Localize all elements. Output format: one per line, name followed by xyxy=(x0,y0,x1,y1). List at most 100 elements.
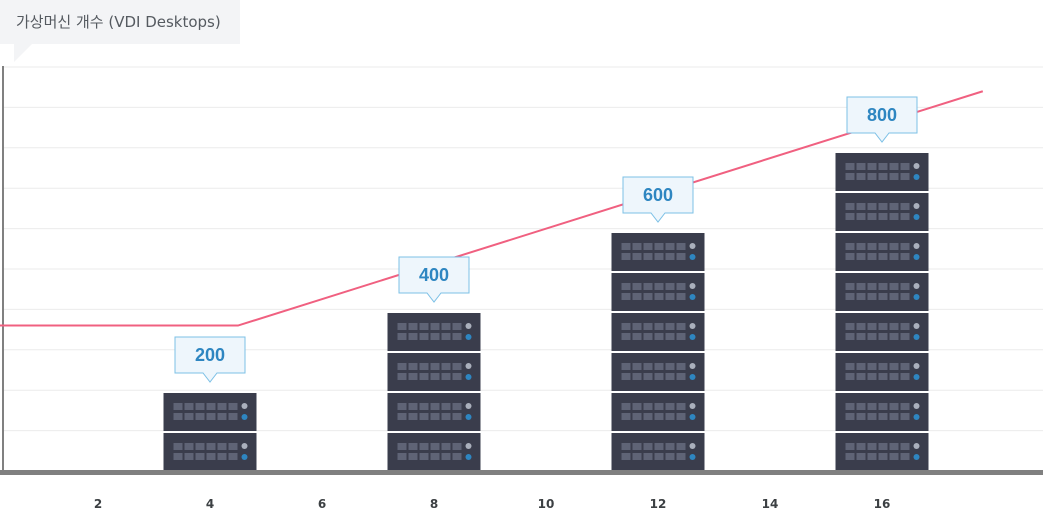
server-panel-cell xyxy=(845,203,855,210)
server-panel-cell xyxy=(430,403,440,410)
server-panel-cell xyxy=(452,373,462,380)
server-panel-cell xyxy=(867,243,877,250)
server-panel-cell xyxy=(900,333,910,340)
server-led-icon xyxy=(913,243,920,249)
server-panel-cell xyxy=(665,243,675,250)
server-panel-cell xyxy=(632,283,642,290)
server-panel-cell xyxy=(845,283,855,290)
server-panel-cell xyxy=(900,203,910,210)
server-panel-cell xyxy=(867,323,877,330)
server-panel-cell xyxy=(856,253,866,260)
server-stack-bar xyxy=(611,233,705,471)
server-panel-cell xyxy=(228,413,238,420)
server-panel-cell xyxy=(845,253,855,260)
server-panel-cell xyxy=(856,373,866,380)
server-panel-cell xyxy=(643,283,653,290)
server-panel-cell xyxy=(217,403,227,410)
server-panel-cell xyxy=(889,443,899,450)
server-unit xyxy=(835,393,929,431)
server-panel-cell xyxy=(654,323,664,330)
server-panel-cell xyxy=(665,293,675,300)
server-led-icon xyxy=(689,403,696,409)
server-led-icon xyxy=(465,334,472,340)
server-panel-cell xyxy=(845,453,855,460)
server-led-icon xyxy=(689,254,696,260)
server-panel-cell xyxy=(867,293,877,300)
data-label: 400 xyxy=(419,265,449,285)
server-panel-cell xyxy=(889,333,899,340)
server-panel-cell xyxy=(419,323,429,330)
server-unit xyxy=(387,353,481,391)
server-panel-cell xyxy=(867,163,877,170)
server-panel-cell xyxy=(878,323,888,330)
server-panel-cell xyxy=(867,373,877,380)
server-unit xyxy=(611,433,705,471)
server-unit xyxy=(835,313,929,351)
server-panel-cell xyxy=(173,443,183,450)
server-panel-cell xyxy=(643,293,653,300)
server-panel-cell xyxy=(845,213,855,220)
server-panel-cell xyxy=(632,323,642,330)
server-panel-cell xyxy=(856,413,866,420)
server-panel-cell xyxy=(889,243,899,250)
server-panel-cell xyxy=(228,403,238,410)
server-panel-cell xyxy=(621,363,631,370)
server-unit xyxy=(611,313,705,351)
server-panel-cell xyxy=(845,413,855,420)
server-panel-cell xyxy=(397,413,407,420)
server-led-icon xyxy=(241,414,248,420)
server-panel-cell xyxy=(621,323,631,330)
server-panel-cell xyxy=(900,443,910,450)
server-panel-cell xyxy=(217,453,227,460)
data-label-bubble-shape xyxy=(846,96,918,143)
server-panel-cell xyxy=(217,413,227,420)
server-panel-cell xyxy=(408,363,418,370)
server-panel-cell xyxy=(889,453,899,460)
server-panel-cell xyxy=(184,403,194,410)
server-led-icon xyxy=(689,294,696,300)
server-unit xyxy=(387,393,481,431)
server-panel-cell xyxy=(408,373,418,380)
server-unit xyxy=(835,153,929,191)
data-label: 200 xyxy=(195,345,225,365)
server-panel-cell xyxy=(676,363,686,370)
server-panel-cell xyxy=(878,163,888,170)
server-panel-cell xyxy=(430,323,440,330)
server-panel-cell xyxy=(889,283,899,290)
server-led-icon xyxy=(689,363,696,369)
server-panel-cell xyxy=(878,253,888,260)
server-led-icon xyxy=(913,203,920,209)
server-panel-cell xyxy=(452,363,462,370)
data-label-bubble: 400 xyxy=(398,256,470,303)
server-panel-cell xyxy=(632,243,642,250)
server-panel-cell xyxy=(408,453,418,460)
server-panel-cell xyxy=(878,413,888,420)
server-led-icon xyxy=(241,454,248,460)
server-panel-cell xyxy=(654,363,664,370)
server-panel-cell xyxy=(889,363,899,370)
server-panel-cell xyxy=(676,373,686,380)
server-unit xyxy=(611,353,705,391)
server-panel-cell xyxy=(889,253,899,260)
server-panel-cell xyxy=(900,213,910,220)
server-panel-cell xyxy=(867,403,877,410)
server-panel-cell xyxy=(441,403,451,410)
server-led-icon xyxy=(689,283,696,289)
server-panel-cell xyxy=(654,243,664,250)
x-axis xyxy=(0,470,1043,475)
server-panel-cell xyxy=(184,453,194,460)
server-panel-cell xyxy=(845,323,855,330)
server-panel-cell xyxy=(856,403,866,410)
server-panel-cell xyxy=(900,243,910,250)
server-panel-cell xyxy=(632,453,642,460)
server-panel-cell xyxy=(900,453,910,460)
server-panel-cell xyxy=(845,173,855,180)
server-panel-cell xyxy=(665,363,675,370)
data-label-bubble-shape xyxy=(398,256,470,303)
x-tick-label: 12 xyxy=(650,497,667,511)
server-panel-cell xyxy=(654,293,664,300)
server-panel-cell xyxy=(676,253,686,260)
server-panel-cell xyxy=(867,203,877,210)
server-led-icon xyxy=(241,443,248,449)
